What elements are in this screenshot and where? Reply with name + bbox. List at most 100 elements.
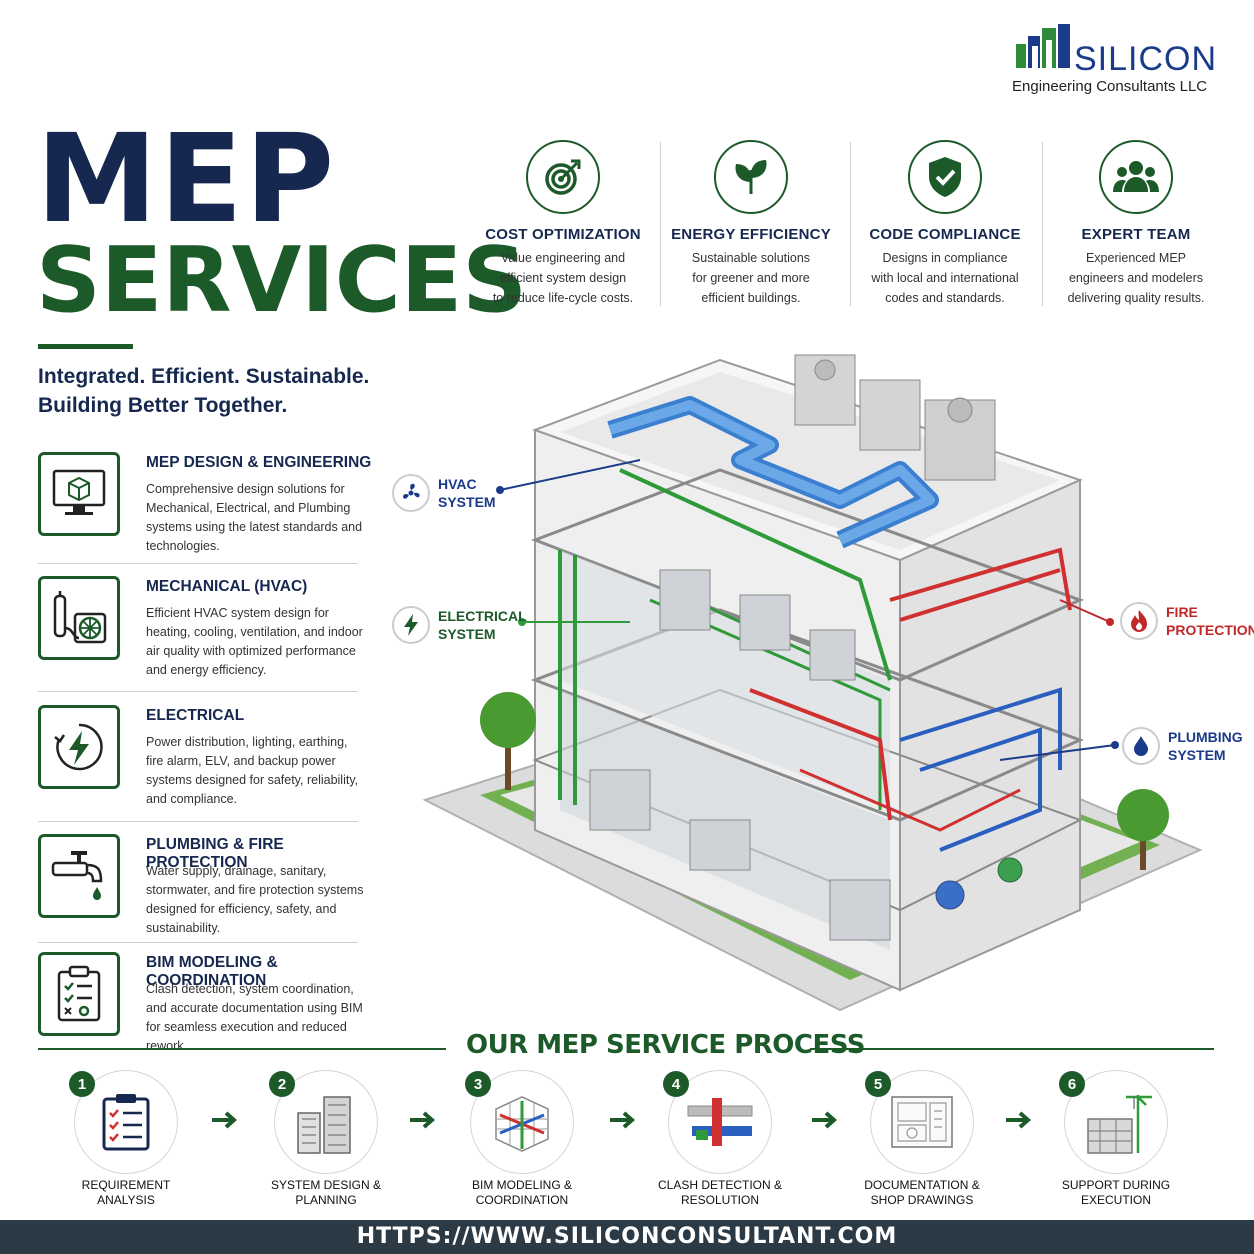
callout-label: PLUMBING SYSTEM bbox=[1168, 729, 1243, 763]
hero-tagline: Integrated. Efficient. Sustainable. Buil… bbox=[38, 362, 369, 420]
feature-icon-ring bbox=[1099, 140, 1173, 214]
process-line-left bbox=[38, 1048, 446, 1050]
step-label: CLASH DETECTION & RESOLUTION bbox=[657, 1178, 783, 1207]
buildings-icon bbox=[297, 1096, 351, 1154]
step-icon-ring: 2 bbox=[269, 1070, 378, 1174]
leaf-icon bbox=[735, 160, 767, 194]
hvac-unit-icon bbox=[53, 591, 107, 644]
service-icon-box bbox=[38, 452, 120, 536]
bolt-icon bbox=[404, 614, 418, 636]
service-icon-box bbox=[38, 705, 120, 789]
arrow-right-icon bbox=[812, 1111, 838, 1129]
service-title: MEP DESIGN & ENGINEERING bbox=[146, 454, 372, 471]
fan-icon bbox=[403, 483, 420, 499]
clipboard-icon bbox=[102, 1094, 150, 1151]
process-title: OUR MEP SERVICE PROCESS bbox=[466, 1030, 866, 1060]
feature-title: CODE COMPLIANCE bbox=[869, 226, 1021, 243]
callout-hvac: HVAC SYSTEM bbox=[392, 474, 496, 512]
process-step-2: 2 SYSTEM DESIGN & PLANNING bbox=[226, 1070, 426, 1208]
step-number: 4 bbox=[663, 1071, 689, 1097]
clipboard-checklist-icon bbox=[57, 965, 101, 1022]
service-icon-box bbox=[38, 952, 120, 1036]
brand-name: SILICON bbox=[1074, 40, 1218, 78]
water-drop-icon bbox=[1134, 736, 1148, 756]
website-url-footer[interactable]: HTTPS://WWW.SILICONCONSULTANT.COM bbox=[0, 1220, 1254, 1254]
step-label: SUPPORT DURING EXECUTION bbox=[1061, 1178, 1171, 1207]
flame-icon bbox=[1131, 610, 1147, 632]
lightning-icon bbox=[54, 723, 103, 771]
hero-divider bbox=[38, 344, 133, 349]
callout-label: HVAC SYSTEM bbox=[438, 476, 496, 510]
feature-divider bbox=[1042, 142, 1043, 306]
service-divider bbox=[38, 563, 358, 564]
step-label: DOCUMENTATION & SHOP DRAWINGS bbox=[864, 1178, 980, 1207]
process-step-4: 4 CLASH DETECTION & RESOLUTION bbox=[620, 1070, 820, 1208]
step-icon-ring: 5 bbox=[865, 1070, 974, 1174]
service-title: BIM MODELING & COORDINATION bbox=[146, 954, 278, 989]
arrow-right-icon bbox=[212, 1111, 238, 1129]
clash-detection-icon bbox=[687, 1098, 753, 1146]
step-icon-ring: 4 bbox=[663, 1070, 772, 1174]
callout-label: ELECTRICAL SYSTEM bbox=[438, 608, 527, 642]
brand-logo[interactable]: SILICON Engineering Consultants LLC bbox=[1012, 18, 1242, 98]
step-icon-ring: 3 bbox=[465, 1070, 574, 1174]
callout-icon-ring bbox=[1122, 727, 1160, 765]
callout-icon-ring bbox=[392, 474, 430, 512]
service-divider bbox=[38, 942, 358, 943]
process-step-6: 6 SUPPORT DURING EXECUTION bbox=[1016, 1070, 1216, 1208]
service-desc: Clash detection, system coordination, an… bbox=[146, 982, 363, 1053]
feature-icon-ring bbox=[908, 140, 982, 214]
service-desc: Efficient HVAC system design for heating… bbox=[146, 606, 363, 677]
bim-model-icon bbox=[495, 1096, 549, 1152]
service-desc: Comprehensive design solutions for Mecha… bbox=[146, 482, 363, 553]
service-title: MECHANICAL (HVAC) bbox=[146, 578, 308, 595]
hero-title-mep: MEP bbox=[36, 108, 337, 250]
arrow-right-icon bbox=[610, 1111, 636, 1129]
drawings-icon bbox=[891, 1096, 953, 1148]
feature-icon-ring bbox=[526, 140, 600, 214]
step-number: 6 bbox=[1059, 1071, 1085, 1097]
step-icon-ring: 6 bbox=[1059, 1070, 1168, 1174]
step-label: SYSTEM DESIGN & PLANNING bbox=[270, 1178, 382, 1207]
step-label: BIM MODELING & COORDINATION bbox=[471, 1178, 572, 1207]
step-number: 3 bbox=[465, 1071, 491, 1097]
shield-check-icon bbox=[929, 157, 961, 197]
monitor-cube-icon bbox=[52, 469, 106, 515]
hero-title-services: SERVICES bbox=[36, 228, 528, 333]
service-desc: Water supply, drainage, sanitary, stormw… bbox=[146, 864, 364, 935]
process-line-right bbox=[810, 1048, 1214, 1050]
construction-crane-icon bbox=[1087, 1095, 1152, 1154]
callout-label: FIRE PROTECTION bbox=[1166, 604, 1254, 638]
silicon-logo-mark-icon bbox=[1016, 24, 1070, 68]
brand-subtitle: Engineering Consultants LLC bbox=[1012, 78, 1208, 95]
step-number: 2 bbox=[269, 1071, 295, 1097]
feature-title: ENERGY EFFICIENCY bbox=[671, 226, 831, 243]
faucet-icon bbox=[51, 851, 103, 900]
feature-title: EXPERT TEAM bbox=[1081, 226, 1191, 243]
process-step-5: 5 DOCUMENTATION & SHOP DRAWINGS bbox=[822, 1070, 1022, 1208]
tagline-line-1: Integrated. Efficient. Sustainable. bbox=[38, 365, 370, 388]
step-label: REQUIREMENT ANALYSIS bbox=[81, 1178, 171, 1207]
process-step-3: 3 BIM MODELING & COORDINATION bbox=[422, 1070, 622, 1208]
service-title: PLUMBING & FIRE PROTECTION bbox=[146, 836, 284, 871]
tagline-line-2: Building Better Together. bbox=[38, 394, 288, 417]
arrow-right-icon bbox=[1006, 1111, 1032, 1129]
callout-electrical: ELECTRICAL SYSTEM bbox=[392, 606, 527, 644]
service-icon-box bbox=[38, 834, 120, 918]
callout-icon-ring bbox=[392, 606, 430, 644]
step-number: 1 bbox=[69, 1071, 95, 1097]
service-desc: Power distribution, lighting, earthing, … bbox=[146, 735, 359, 806]
callout-fire-protection: FIRE PROTECTION bbox=[1120, 602, 1254, 640]
service-divider bbox=[38, 821, 358, 822]
feature-divider bbox=[850, 142, 851, 306]
step-number: 5 bbox=[865, 1071, 891, 1097]
